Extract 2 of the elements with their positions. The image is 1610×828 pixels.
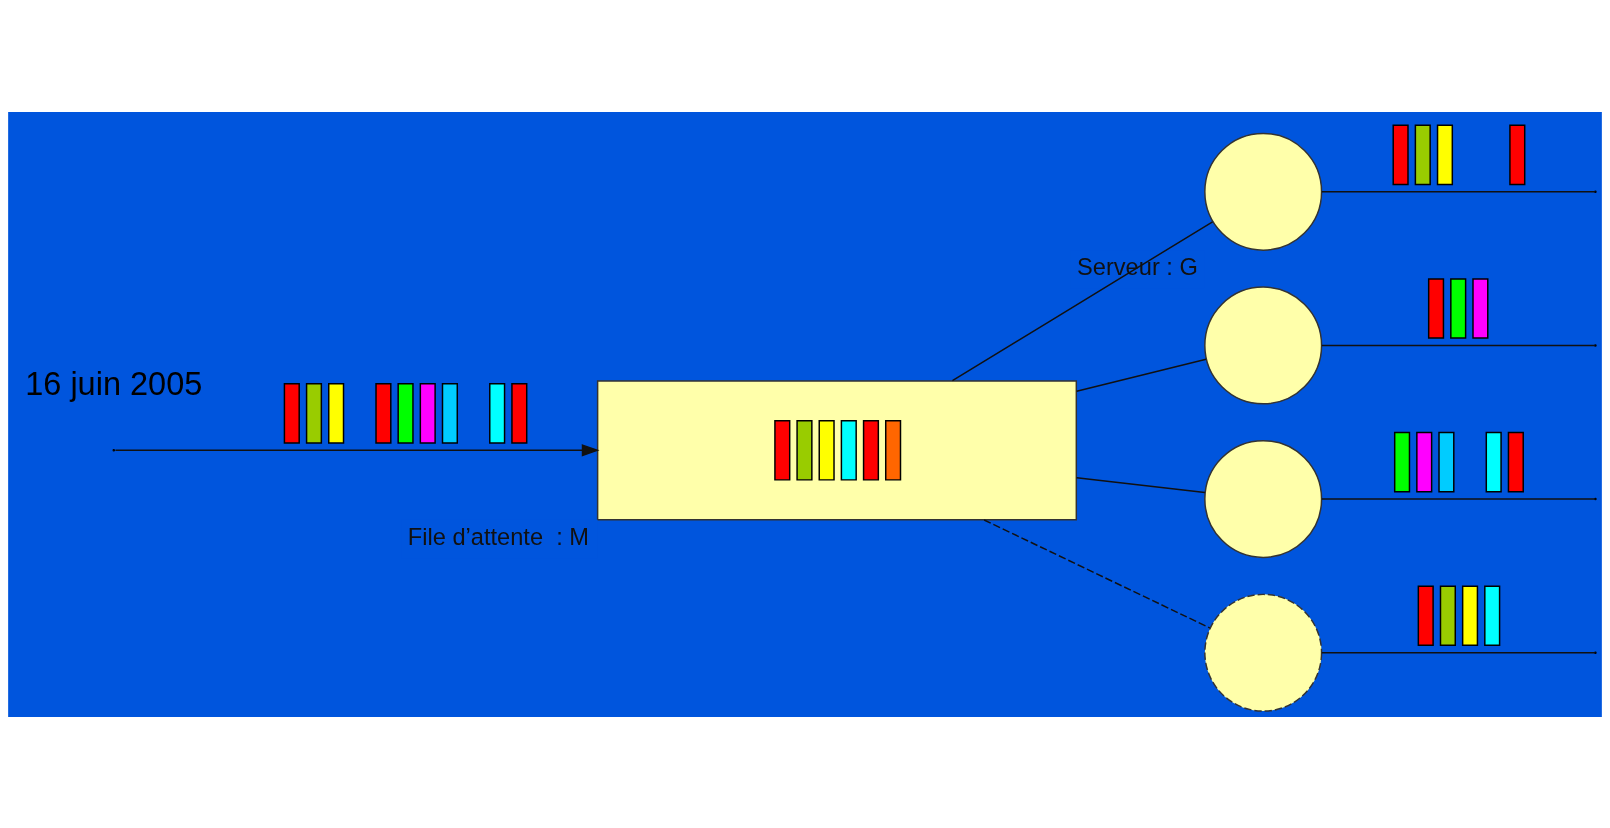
node-label: File d’attente : M xyxy=(407,523,589,550)
label: 16 juin 2005 xyxy=(25,365,203,402)
